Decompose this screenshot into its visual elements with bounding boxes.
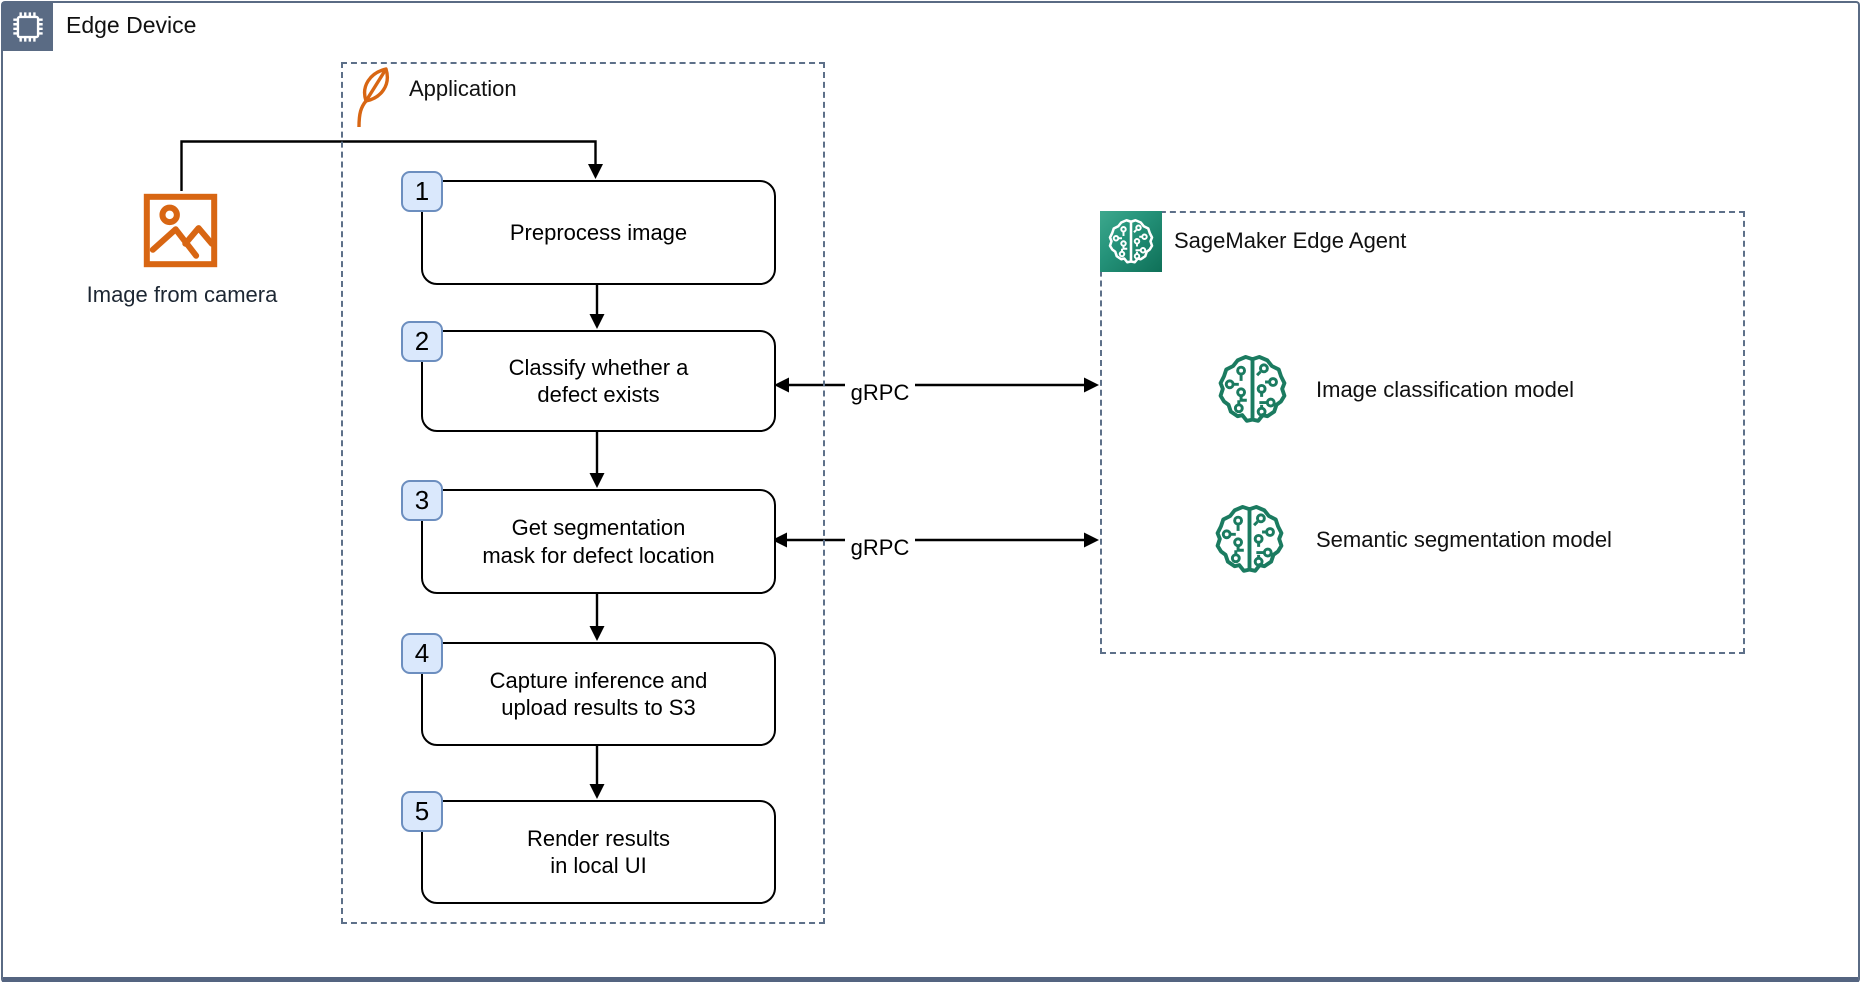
step-box-preprocess: 1 Preprocess image — [401, 171, 776, 285]
step-badge: 3 — [401, 480, 443, 521]
camera-label: Image from camera — [86, 282, 278, 307]
application-group-box — [341, 62, 825, 924]
grpc-link-label: gRPC — [845, 379, 915, 407]
step-badge: 4 — [401, 633, 443, 674]
step-label: Render results in local UI — [526, 825, 671, 879]
sagemaker-group-box — [1100, 211, 1745, 654]
step-label: Classify whether a defect exists — [508, 354, 689, 408]
image-icon — [142, 191, 219, 275]
step-box-capture-upload: 4 Capture inference and upload results t… — [401, 633, 776, 746]
brain-circuit-icon — [1216, 351, 1289, 434]
step-badge: 2 — [401, 321, 443, 362]
brain-circuit-icon — [1213, 501, 1286, 584]
frame-title: Edge Device — [66, 12, 197, 38]
step-box-classify: 2 Classify whether a defect exists — [401, 321, 776, 432]
grpc-link-label: gRPC — [845, 534, 915, 562]
model-label-classification: Image classification model — [1316, 377, 1575, 402]
step-box-render: 5 Render results in local UI — [401, 791, 776, 904]
step-label: Preprocess image — [509, 219, 688, 245]
step-badge: 1 — [401, 171, 443, 212]
sagemaker-label: SageMaker Edge Agent — [1174, 228, 1407, 253]
sagemaker-brain-circuit-icon — [1100, 211, 1162, 272]
step-badge: 5 — [401, 791, 443, 832]
step-label: Get segmentation mask for defect locatio… — [482, 515, 715, 568]
step-label: Capture inference and upload results to … — [489, 667, 708, 721]
step-box-segmentation: 3 Get segmentation mask for defect locat… — [401, 480, 776, 594]
chip-icon — [2, 2, 53, 51]
leaf-icon — [350, 66, 394, 135]
application-label: Application — [409, 76, 517, 101]
model-label-segmentation: Semantic segmentation model — [1316, 527, 1612, 552]
